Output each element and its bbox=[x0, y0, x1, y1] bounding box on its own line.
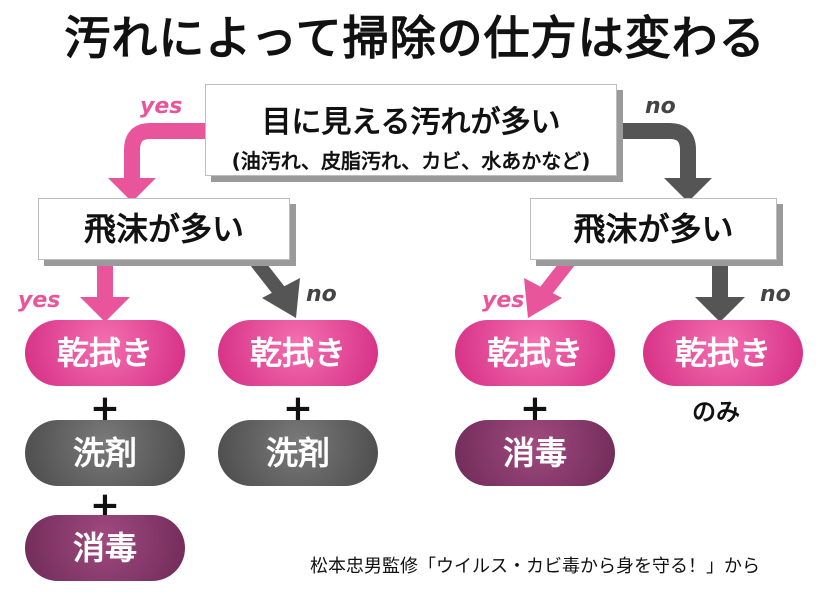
col3-disinfect: 消毒 bbox=[455, 420, 615, 486]
top-decision-subtext: (油汚れ、皮脂汚れ、カビ、水あかなど) bbox=[231, 149, 591, 173]
col2-detergent: 洗剤 bbox=[218, 420, 378, 486]
top-yes-connector bbox=[124, 123, 205, 180]
top-yes-arrowhead bbox=[108, 178, 156, 202]
source-credit: 松本忠男監修「ウイルス・カビ毒から身を守る！」から bbox=[310, 556, 760, 577]
left-yes-arrowhead bbox=[80, 297, 130, 322]
right-yes-connector bbox=[539, 255, 576, 297]
col4-only-label: のみ bbox=[692, 398, 740, 426]
right-decision-box: 飛沫が多い bbox=[530, 198, 777, 260]
top-decision-box: 目に見える汚れが多い (油汚れ、皮脂汚れ、カビ、水あかなど) bbox=[205, 84, 617, 176]
col1-disinfect: 消毒 bbox=[25, 515, 185, 581]
left-decision-box: 飛沫が多い bbox=[38, 198, 290, 260]
top-decision-text: 目に見える汚れが多い bbox=[261, 105, 561, 140]
col4-dry-wipe: 乾拭き bbox=[643, 320, 803, 386]
col1-dry-wipe: 乾拭き bbox=[25, 320, 185, 386]
left-no-arrowhead bbox=[262, 278, 300, 318]
top-no-arrowhead bbox=[664, 178, 712, 202]
top-no-label: no bbox=[645, 94, 676, 119]
left-no-connector bbox=[249, 255, 286, 297]
left-yes-label: yes bbox=[18, 288, 61, 313]
top-no-connector bbox=[615, 123, 696, 180]
left-no-label: no bbox=[306, 282, 337, 307]
col2-dry-wipe: 乾拭き bbox=[218, 320, 378, 386]
right-yes-arrowhead bbox=[524, 278, 562, 318]
right-no-label: no bbox=[760, 282, 791, 307]
right-yes-label: yes bbox=[482, 288, 525, 313]
top-yes-label: yes bbox=[140, 94, 183, 119]
col3-dry-wipe: 乾拭き bbox=[455, 320, 615, 386]
right-no-arrowhead bbox=[695, 297, 745, 322]
page-title: 汚れによって掃除の仕方は変わる bbox=[64, 11, 766, 65]
col1-detergent: 洗剤 bbox=[25, 420, 185, 486]
